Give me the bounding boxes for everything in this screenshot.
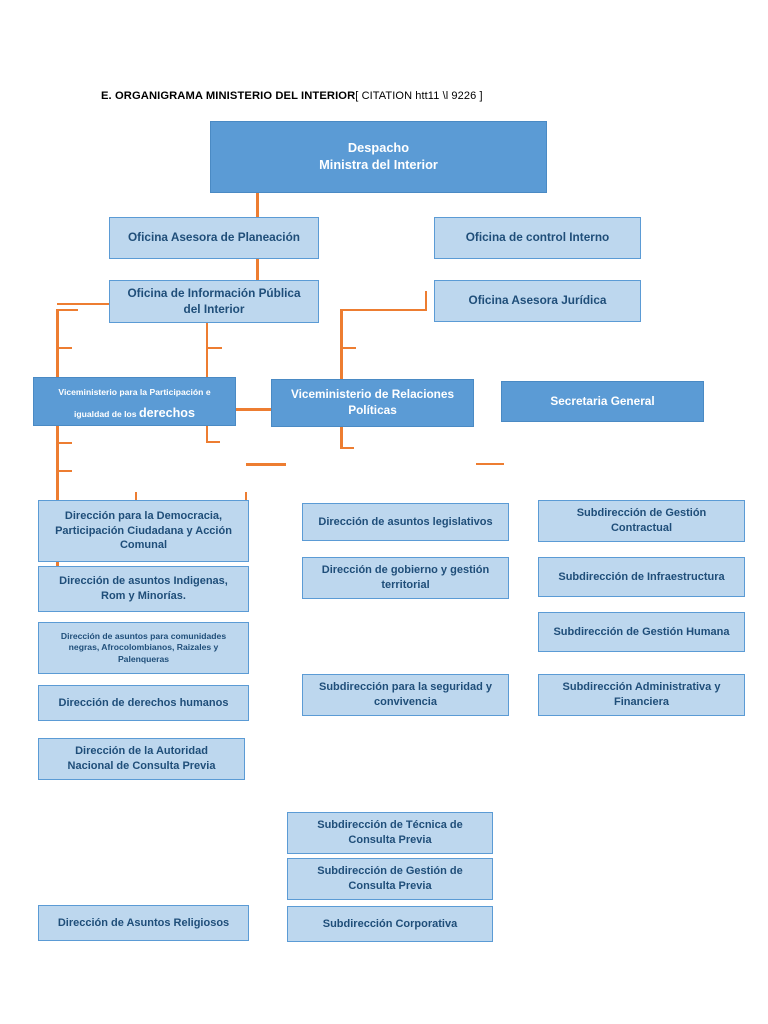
connector-left-tick-5 bbox=[56, 470, 72, 472]
node-subdireccion-seguridad-line1: Subdirección para la seguridad y bbox=[319, 681, 492, 694]
node-subdireccion-seguridad-line2: convivencia bbox=[374, 696, 437, 708]
node-subdireccion-gestion-humana[interactable]: Subdirección de Gestión Humana bbox=[538, 612, 745, 652]
node-direccion-comunidades-negras-line1: Dirección de asuntos para comunidades bbox=[60, 630, 227, 641]
node-direccion-asuntos-religiosos[interactable]: Dirección de Asuntos Religiosos bbox=[38, 905, 249, 941]
connector-dash-right bbox=[476, 463, 504, 465]
node-despacho[interactable]: Despacho Ministra del Interior bbox=[210, 121, 547, 193]
citation-marker: [ CITATION htt11 \l 9226 ] bbox=[355, 90, 483, 102]
node-direccion-democracia[interactable]: Dirección para la Democracia, Participac… bbox=[38, 500, 249, 562]
node-viceministerio-participacion-part3: derechos bbox=[138, 405, 195, 420]
node-subdireccion-tecnica-consulta-previa[interactable]: Subdirección de Técnica de Consulta Prev… bbox=[287, 812, 493, 854]
connector-left-tick-4 bbox=[56, 442, 72, 444]
node-direccion-derechos-humanos-label: Dirección de derechos humanos bbox=[58, 696, 229, 709]
node-direccion-asuntos-legislativos-label: Dirección de asuntos legislativos bbox=[318, 515, 493, 528]
node-direccion-consulta-previa[interactable]: Dirección de la Autoridad Nacional de Co… bbox=[38, 738, 245, 780]
node-subdireccion-gestion-cp-line2: Consulta Previa bbox=[348, 880, 432, 892]
node-subdireccion-gestion-contractual[interactable]: Subdirección de Gestión Contractual bbox=[538, 500, 745, 542]
node-subdireccion-corporativa-label: Subdirección Corporativa bbox=[322, 917, 458, 930]
node-subdireccion-admin-financiera-line1: Subdirección Administrativa y bbox=[562, 681, 721, 694]
node-direccion-comunidades-negras-line2: negras, Afrocolombianos, Raizales y bbox=[68, 642, 219, 653]
connector-despacho-vertical bbox=[256, 160, 259, 273]
node-viceministerio-participacion-part2: igualdad de los bbox=[74, 408, 139, 419]
node-direccion-consulta-previa-line2: Nacional de Consulta Previa bbox=[67, 760, 216, 772]
node-direccion-derechos-humanos[interactable]: Dirección de derechos humanos bbox=[38, 685, 249, 721]
node-direccion-comunidades-negras-line3: Palenqueras bbox=[117, 653, 170, 664]
node-direccion-indigenas-line1: Dirección de asuntos Indigenas, bbox=[59, 575, 228, 588]
node-subdireccion-contractual-line2: Contractual bbox=[610, 522, 673, 534]
node-despacho-line1: Despacho bbox=[347, 140, 410, 156]
connector-center-foot bbox=[206, 441, 220, 443]
connector-planeacion-to-informacion bbox=[256, 259, 259, 281]
node-oficina-informacion-publica-line2: del Interior bbox=[183, 301, 245, 316]
node-direccion-consulta-previa-line1: Dirección de la Autoridad bbox=[75, 745, 208, 758]
node-direccion-democracia-line1: Dirección para la Democracia, bbox=[64, 510, 223, 523]
node-subdireccion-administrativa-financiera[interactable]: Subdirección Administrativa y Financiera bbox=[538, 674, 745, 716]
node-direccion-democracia-line3: Comunal bbox=[119, 539, 168, 552]
node-secretaria-general[interactable]: Secretaria General bbox=[501, 381, 704, 422]
node-secretaria-general-label: Secretaria General bbox=[550, 393, 655, 408]
connector-left-tick-2 bbox=[56, 347, 72, 349]
node-subdireccion-tecnica-cp-line1: Subdirección de Técnica de bbox=[317, 819, 463, 832]
node-direccion-comunidades-negras[interactable]: Dirección de asuntos para comunidades ne… bbox=[38, 622, 249, 674]
node-subdireccion-seguridad-convivencia[interactable]: Subdirección para la seguridad y convive… bbox=[302, 674, 509, 716]
node-oficina-asesora-juridica[interactable]: Oficina Asesora Jurídica bbox=[434, 280, 641, 322]
page-title: E. ORGANIGRAMA MINISTERIO DEL INTERIOR[ … bbox=[101, 90, 483, 102]
node-direccion-asuntos-legislativos[interactable]: Dirección de asuntos legislativos bbox=[302, 503, 509, 541]
node-subdireccion-infraestructura[interactable]: Subdirección de Infraestructura bbox=[538, 557, 745, 597]
node-direccion-indigenas-line2: Rom y Minorías. bbox=[101, 590, 186, 602]
node-viceministerio-relaciones-politicas[interactable]: Viceministerio de Relaciones Políticas bbox=[271, 379, 474, 427]
node-direccion-democracia-line2: Participación Ciudadana y Acción bbox=[55, 524, 232, 537]
node-subdireccion-tecnica-cp-line2: Consulta Previa bbox=[348, 834, 432, 846]
node-oficina-control-interno[interactable]: Oficina de control Interno bbox=[434, 217, 641, 259]
connector-left-tick-1 bbox=[56, 309, 78, 311]
node-despacho-line2: Ministra del Interior bbox=[319, 157, 438, 172]
node-oficina-informacion-publica-line1: Oficina de Información Pública bbox=[127, 285, 301, 300]
node-direccion-asuntos-religiosos-label: Dirección de Asuntos Religiosos bbox=[57, 916, 230, 929]
node-direccion-gobierno-territorial[interactable]: Dirección de gobierno y gestión territor… bbox=[302, 557, 509, 599]
node-subdireccion-contractual-line1: Subdirección de Gestión bbox=[576, 507, 707, 520]
node-direccion-gobierno-territorial-line1: Dirección de gobierno y gestión bbox=[321, 564, 490, 577]
node-subdireccion-admin-financiera-line2: Financiera bbox=[613, 696, 670, 708]
node-direccion-indigenas[interactable]: Dirección de asuntos Indigenas, Rom y Mi… bbox=[38, 566, 249, 612]
node-subdireccion-corporativa[interactable]: Subdirección Corporativa bbox=[287, 906, 493, 942]
node-oficina-asesora-juridica-label: Oficina Asesora Jurídica bbox=[468, 293, 607, 308]
connector-center-tick bbox=[206, 347, 222, 349]
node-viceministerio-participacion[interactable]: Viceministerio para la Participación e i… bbox=[33, 377, 236, 426]
node-oficina-asesora-planeacion-label: Oficina Asesora de Planeación bbox=[128, 230, 300, 245]
connector-right-tick-1 bbox=[340, 347, 356, 349]
page-title-text: E. ORGANIGRAMA MINISTERIO DEL INTERIOR bbox=[101, 90, 356, 102]
connector-informacion-left-horizontal bbox=[57, 303, 122, 305]
connector-dash-center bbox=[246, 463, 286, 466]
node-oficina-informacion-publica[interactable]: Oficina de Información Pública del Inter… bbox=[109, 280, 319, 323]
node-viceministerio-participacion-part1: Viceministerio para la Participación e bbox=[58, 387, 211, 398]
node-subdireccion-gestion-cp-line1: Subdirección de Gestión de bbox=[317, 865, 463, 878]
node-oficina-control-interno-label: Oficina de control Interno bbox=[465, 230, 610, 245]
connector-juridica-right-stub bbox=[425, 291, 427, 311]
node-oficina-asesora-planeacion[interactable]: Oficina Asesora de Planeación bbox=[109, 217, 319, 259]
node-subdireccion-infraestructura-label: Subdirección de Infraestructura bbox=[558, 570, 725, 583]
node-subdireccion-gestion-consulta-previa[interactable]: Subdirección de Gestión de Consulta Prev… bbox=[287, 858, 493, 900]
node-viceministerio-relaciones-line2: Políticas bbox=[348, 403, 397, 417]
connector-juridica-horizontal bbox=[341, 309, 427, 311]
node-viceministerio-relaciones-line1: Viceministerio de Relaciones bbox=[290, 387, 455, 402]
connector-left-spine bbox=[56, 309, 59, 590]
node-subdireccion-gestion-humana-label: Subdirección de Gestión Humana bbox=[553, 625, 730, 638]
connector-right-foot bbox=[340, 447, 354, 449]
node-direccion-gobierno-territorial-line2: territorial bbox=[381, 579, 430, 591]
